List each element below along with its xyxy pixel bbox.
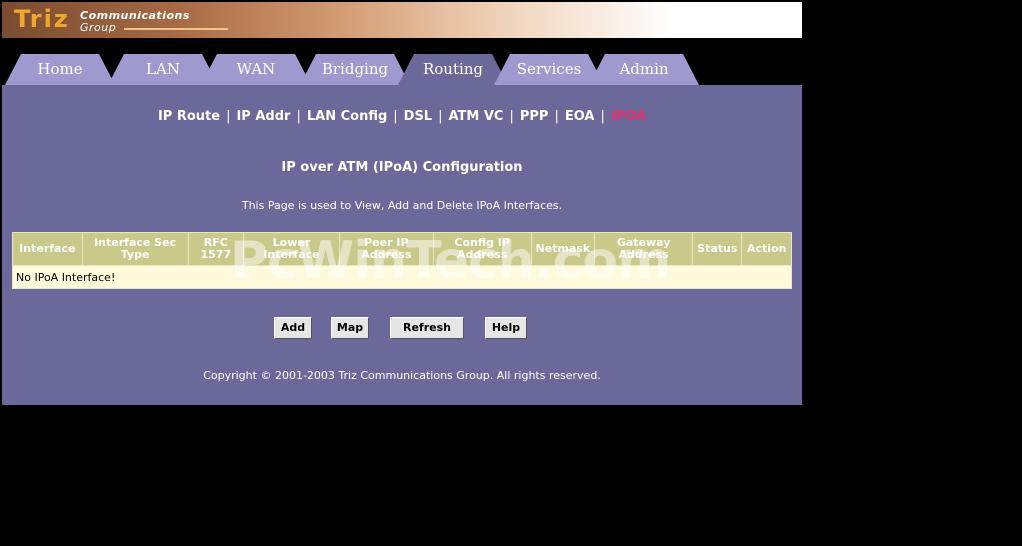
table-header-row: Interface Interface Sec Type RFC 1577 Lo… [12, 232, 792, 266]
tab-admin[interactable]: Admin [589, 54, 699, 85]
subnav-eoa[interactable]: EOA [564, 109, 595, 124]
tab-home[interactable]: Home [5, 54, 115, 85]
column-header-lower-interface: Lower Interface [243, 232, 340, 266]
column-header-interface-sec-type: Interface Sec Type [81, 232, 189, 266]
column-header-rfc-1577: RFC 1577 [187, 232, 245, 266]
subnav-separator: | [438, 109, 443, 124]
subnav-atm-vc[interactable]: ATM VC [448, 109, 504, 124]
tab-services[interactable]: Services [494, 54, 604, 85]
refresh-button[interactable]: Refresh [390, 317, 464, 339]
subnav-separator: | [554, 109, 559, 124]
column-header-netmask: Netmask [530, 232, 596, 266]
column-header-interface: Interface [12, 232, 83, 266]
empty-table-message: No IPoA Interface! [12, 265, 792, 289]
subnav-separator: | [296, 109, 301, 124]
table-row: No IPoA Interface! [12, 265, 792, 289]
tab-routing[interactable]: Routing [398, 54, 508, 85]
copyright-notice: Copyright © 2001-2003 Triz Communication… [203, 369, 601, 382]
ipoa-interfaces-table: Interface Interface Sec Type RFC 1577 Lo… [12, 232, 792, 289]
column-header-peer-ip-address: Peer IP Address [338, 232, 434, 266]
logo: Triz [14, 5, 70, 33]
content-panel: IP Route | IP Addr | LAN Config | DSL | ATM VC | P… [2, 85, 802, 405]
sub-navigation: IP Route | IP Addr | LAN Config | DSL | ATM VC | P… [2, 109, 802, 124]
header-banner: Triz Communications Group [2, 2, 802, 38]
column-header-status: Status [692, 232, 743, 266]
subnav-separator: | [226, 109, 231, 124]
main-tab-bar: Home LAN WAN Bridging Routing Services A… [2, 38, 802, 85]
tab-bridging[interactable]: Bridging [300, 54, 410, 85]
page-title: IP over ATM (IPoA) Configuration [281, 160, 523, 175]
subnav-ip-route[interactable]: IP Route [157, 109, 221, 124]
column-header-gateway-address: Gateway Address [594, 232, 694, 266]
help-button[interactable]: Help [485, 317, 527, 339]
logo-subtitle-line2: Group [80, 21, 117, 34]
subnav-ppp[interactable]: PPP [519, 109, 549, 124]
subnav-separator: | [393, 109, 398, 124]
subnav-ip-addr[interactable]: IP Addr [236, 109, 291, 124]
subnav-lan-config[interactable]: LAN Config [306, 109, 388, 124]
subnav-separator: | [600, 109, 605, 124]
tab-wan[interactable]: WAN [201, 54, 311, 85]
logo-underline [124, 28, 228, 30]
subnav-separator: | [509, 109, 514, 124]
page-description: This Page is used to View, Add and Delet… [241, 199, 563, 212]
subnav-dsl[interactable]: DSL [403, 109, 433, 124]
tab-lan[interactable]: LAN [108, 54, 218, 85]
add-button[interactable]: Add [274, 317, 312, 339]
column-header-action: Action [741, 232, 792, 266]
subnav-ipoa[interactable]: IPOA [610, 109, 647, 124]
column-header-config-ip-address: Config IP Address [432, 232, 532, 266]
map-button[interactable]: Map [331, 317, 369, 339]
logo-subtitle-line1: Communications [80, 9, 190, 22]
